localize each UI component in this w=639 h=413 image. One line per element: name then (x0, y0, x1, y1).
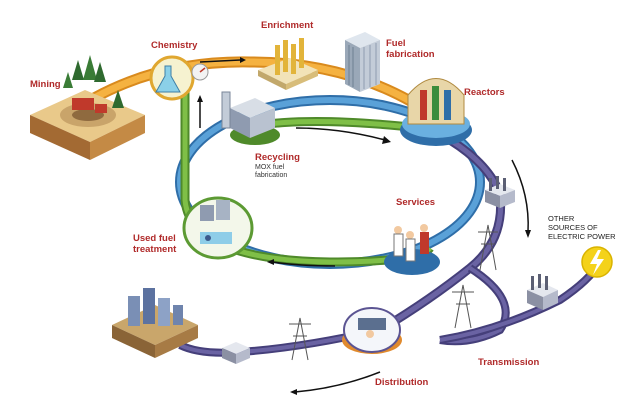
arrow-head (197, 95, 203, 102)
label-other-sources-3: ELECTRIC POWER (548, 232, 616, 241)
pylon-2 (452, 284, 474, 329)
used-fuel-treatment-illustration (182, 196, 254, 260)
substation-3 (222, 342, 250, 364)
recycling-illustration (221, 91, 280, 145)
fuel-fabrication-illustration (345, 32, 380, 92)
arrow-head (525, 230, 531, 238)
arrow-head (290, 389, 297, 395)
label-used-fuel-2: treatment (133, 244, 177, 255)
control-room-illustration (342, 307, 402, 354)
label-other-sources-1: OTHER (548, 214, 575, 223)
arrow-head (267, 259, 274, 265)
city-illustration (112, 288, 198, 358)
chemistry-illustration (149, 55, 209, 101)
grid-line-distribution-highlight (179, 328, 381, 355)
label-other-sources-2: SOURCES OF (548, 223, 598, 232)
label-chemistry: Chemistry (151, 40, 198, 51)
arrow-chemistry-enrichment (199, 59, 241, 63)
grid-line-loop-highlight (439, 266, 508, 344)
arrow-recycling-reactors (295, 127, 386, 141)
pylon-3 (289, 317, 311, 361)
services-illustration (384, 224, 440, 275)
enrichment-illustration (258, 38, 318, 90)
label-mining: Mining (30, 79, 61, 90)
label-enrichment: Enrichment (261, 20, 314, 31)
label-used-fuel-1: Used fuel (133, 233, 176, 244)
substation-2 (527, 274, 558, 310)
label-reactors: Reactors (464, 87, 505, 98)
label-recycling-sub-2: fabrication (255, 172, 288, 179)
arrow-head (382, 136, 391, 144)
reactor-illustration (400, 78, 472, 146)
label-services: Services (396, 197, 436, 208)
label-transmission: Transmission (478, 357, 540, 368)
arrow-head (240, 57, 246, 63)
arrow-distribution (294, 371, 381, 393)
label-recycling-sub-1: MOX fuel (255, 164, 285, 171)
mining-illustration (30, 55, 145, 160)
label-fuel-fabrication-1: Fuel (386, 38, 406, 49)
lightning-icon (581, 246, 613, 278)
substation-1 (485, 176, 515, 208)
arrow-services-usedfuel (271, 261, 336, 267)
label-distribution: Distribution (375, 377, 429, 388)
label-fuel-fabrication-2: fabrication (386, 49, 435, 60)
orange-loop-highlight (57, 58, 443, 123)
arrow-reactors-grid (511, 159, 529, 233)
label-recycling: Recycling (255, 152, 300, 163)
pylon-1 (478, 224, 498, 271)
